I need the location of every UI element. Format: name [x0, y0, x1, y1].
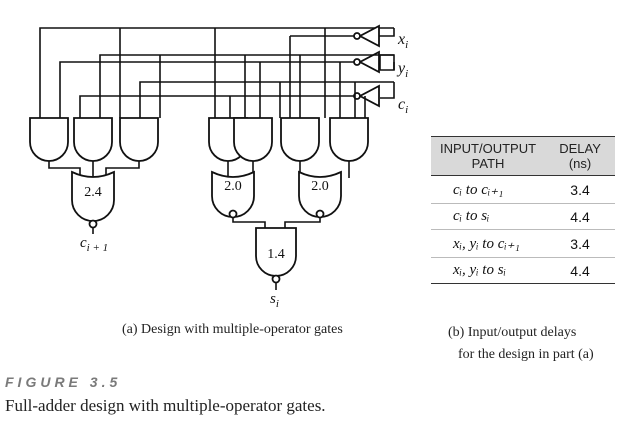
- delay-cell: 3.4: [545, 229, 615, 258]
- sum-out-label: si: [270, 291, 279, 310]
- and-gate-5: [233, 117, 273, 162]
- caption-part-b: (b) Input/output delays for the design i…: [448, 322, 594, 366]
- table-row: xᵢ, yᵢ to cᵢ₊₁ 3.4: [431, 229, 615, 258]
- and-gate-6: [280, 117, 320, 162]
- sum-gate: 1.4 si: [232, 217, 321, 310]
- delay-cell: 3.4: [545, 175, 615, 204]
- table-header-path: INPUT/OUTPUT PATH: [431, 136, 546, 176]
- path-cell: xᵢ, yᵢ to sᵢ: [431, 257, 546, 284]
- table-row: xᵢ, yᵢ to sᵢ 4.4: [431, 257, 615, 284]
- caption-part-b-line1: (b) Input/output delays: [448, 325, 577, 340]
- table-header-delay: DELAY (ns): [545, 136, 615, 176]
- right-xor-gate: 2.0: [298, 170, 342, 219]
- and-gate-2: [73, 117, 113, 162]
- gate-outputs: [48, 161, 350, 178]
- caption-part-a: (a) Design with multiple-operator gates: [122, 322, 343, 337]
- and-gate-7: [329, 117, 369, 162]
- and-gates-row: [29, 117, 369, 162]
- or-gate-carry: 2.4 ci + 1: [71, 170, 115, 254]
- path-cell: cᵢ to cᵢ₊₁: [431, 175, 546, 204]
- and-gate-3: [119, 117, 159, 162]
- left-xor-gate: 2.0: [211, 170, 255, 219]
- delay-table: INPUT/OUTPUT PATH DELAY (ns) cᵢ to cᵢ₊₁ …: [431, 136, 615, 284]
- left-xor-delay: 2.0: [224, 179, 242, 194]
- input-labels: xi yi ci: [396, 31, 408, 116]
- x-inverter: [358, 24, 380, 48]
- figure-label: FIGURE 3.5: [5, 374, 122, 390]
- path-cell: xᵢ, yᵢ to cᵢ₊₁: [431, 229, 546, 258]
- c-input-label: ci: [398, 96, 408, 116]
- y-inverter: [358, 50, 380, 74]
- c-inverter: [358, 84, 380, 108]
- caption-part-b-line2: for the design in part (a): [458, 347, 594, 362]
- table-row: cᵢ to cᵢ₊₁ 3.4: [431, 175, 615, 204]
- sum-gate-delay: 1.4: [267, 247, 285, 262]
- carry-out-label: ci + 1: [80, 235, 108, 254]
- x-inverter-bubble: [353, 32, 361, 40]
- table-header-row: INPUT/OUTPUT PATH DELAY (ns): [431, 136, 615, 176]
- table-row: cᵢ to sᵢ 4.4: [431, 203, 615, 230]
- delay-cell: 4.4: [545, 257, 615, 284]
- right-xor-delay: 2.0: [311, 179, 329, 194]
- path-cell: cᵢ to sᵢ: [431, 203, 546, 230]
- figure-caption: Full-adder design with multiple-operator…: [5, 396, 326, 415]
- and-gate-1: [29, 117, 69, 162]
- y-input-label: yi: [396, 60, 408, 80]
- x-input-label: xi: [397, 31, 408, 51]
- carry-gate-delay: 2.4: [84, 185, 102, 200]
- y-inverter-bubble: [353, 58, 361, 66]
- delay-cell: 4.4: [545, 203, 615, 230]
- input-wiring: [39, 24, 395, 118]
